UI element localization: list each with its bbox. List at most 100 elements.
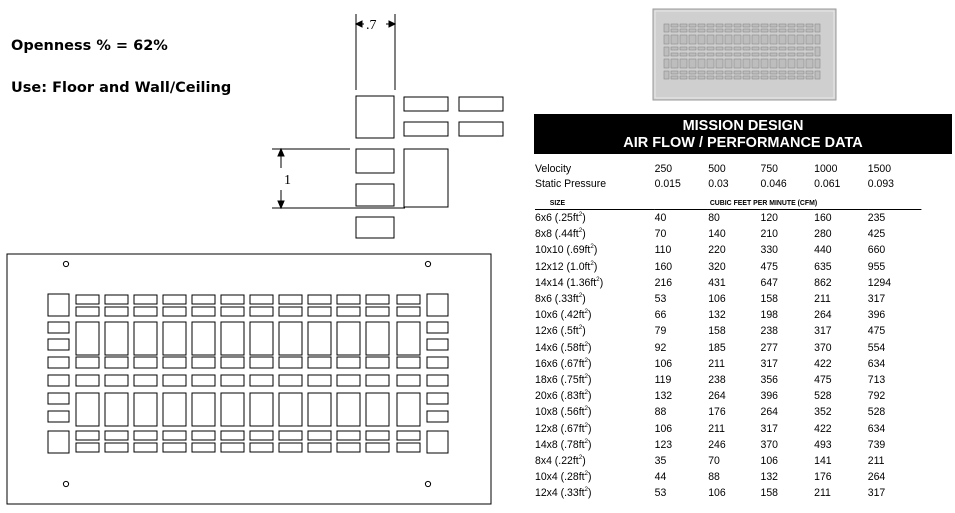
grille-slot bbox=[396, 392, 421, 427]
size-text: 20x6 (.83ft bbox=[535, 390, 585, 403]
photo-slot bbox=[796, 34, 805, 45]
photo-slot bbox=[751, 58, 760, 69]
photo-slot bbox=[706, 58, 715, 69]
size-superscript: 2 bbox=[578, 324, 583, 332]
grille-slot bbox=[307, 321, 332, 356]
cfm-cell: 106 bbox=[708, 487, 726, 500]
size-cell: 14x14 (1.36ft2) bbox=[535, 275, 655, 291]
size-superscript: 2 bbox=[578, 292, 583, 300]
photo-slot bbox=[778, 46, 787, 51]
grille-slot bbox=[307, 356, 332, 369]
photo-slot bbox=[769, 70, 778, 75]
photo-slot bbox=[742, 58, 751, 69]
grille-slot bbox=[47, 392, 70, 405]
grille-slot bbox=[249, 442, 274, 453]
cfm-cell: 370 bbox=[760, 438, 779, 451]
grille-slot bbox=[47, 293, 70, 317]
cfm-cell: 70 bbox=[654, 228, 667, 241]
grille-slot bbox=[75, 430, 100, 441]
photo-slot bbox=[742, 75, 751, 80]
photo-slot bbox=[742, 34, 751, 45]
cfm-cell: 660 bbox=[867, 244, 886, 257]
size-text: 10x8 (.56ft bbox=[535, 406, 585, 419]
grille-slot bbox=[396, 306, 421, 317]
size-close: ) bbox=[588, 390, 592, 403]
photo-slot bbox=[715, 23, 724, 28]
size-close: ) bbox=[582, 212, 586, 224]
cfm-cell: 211 bbox=[708, 422, 725, 435]
size-superscript: 2 bbox=[584, 357, 589, 365]
grille-slot bbox=[396, 374, 421, 387]
photo-slot bbox=[760, 52, 769, 57]
photo-slot bbox=[742, 52, 751, 57]
photo-slot bbox=[663, 23, 670, 33]
grille-face-drawing bbox=[6, 253, 492, 505]
grille-slot bbox=[220, 442, 245, 453]
grille-slot bbox=[75, 392, 100, 427]
cfm-cell: 955 bbox=[867, 260, 886, 273]
cfm-cell: 216 bbox=[654, 276, 673, 289]
photo-slot bbox=[805, 46, 814, 51]
photo-slot bbox=[769, 23, 778, 28]
size-close: ) bbox=[599, 276, 604, 289]
photo-slot bbox=[697, 34, 706, 45]
cfm-cell: 211 bbox=[814, 487, 831, 500]
grille-slot bbox=[162, 392, 187, 427]
screw-hole-top-right bbox=[424, 260, 432, 268]
photo-slot bbox=[742, 28, 751, 33]
cfm-cell: 211 bbox=[708, 357, 725, 370]
size-close: ) bbox=[588, 422, 592, 435]
size-text: 14x8 (.78ft bbox=[535, 438, 585, 451]
photo-slot bbox=[697, 75, 706, 80]
size-cell: 8x6 (.33ft2) bbox=[535, 291, 655, 307]
photo-slot bbox=[805, 70, 814, 75]
cfm-cell: 35 bbox=[654, 455, 667, 468]
cfm-cell: 264 bbox=[760, 406, 779, 419]
size-superscript: 2 bbox=[578, 227, 583, 235]
grille-slot bbox=[220, 321, 245, 356]
cfm-cell: 132 bbox=[654, 390, 673, 403]
size-close: ) bbox=[588, 438, 592, 451]
grille-slot bbox=[162, 374, 187, 387]
grille-slot bbox=[278, 356, 303, 369]
photo-slot bbox=[760, 58, 769, 69]
grille-slot bbox=[336, 430, 361, 441]
cfm-cell: 792 bbox=[867, 390, 886, 403]
grille-slot bbox=[365, 321, 390, 356]
photo-slot bbox=[814, 46, 821, 57]
slot-detail-drawing bbox=[272, 14, 504, 239]
photo-slot bbox=[679, 23, 688, 28]
size-close: ) bbox=[588, 471, 592, 484]
photo-slot bbox=[751, 52, 760, 57]
grille-slot bbox=[249, 430, 274, 441]
size-superscript: 2 bbox=[578, 454, 583, 462]
static-pressure-row-value: 0.046 bbox=[760, 178, 787, 190]
photo-slot bbox=[742, 70, 751, 75]
cfm-cell: 210 bbox=[760, 228, 779, 241]
grille-slot bbox=[191, 294, 216, 305]
photo-slot bbox=[760, 70, 769, 75]
grille-slot bbox=[396, 321, 421, 356]
cfm-cell: 370 bbox=[814, 341, 832, 354]
cfm-cell: 493 bbox=[814, 438, 832, 451]
photo-slot bbox=[742, 23, 751, 28]
photo-slot bbox=[724, 46, 733, 51]
cfm-cell: 238 bbox=[708, 374, 726, 387]
cfm-cell: 140 bbox=[708, 228, 726, 241]
photo-slot bbox=[724, 52, 733, 57]
grille-slot bbox=[336, 321, 361, 356]
cfm-cell: 739 bbox=[867, 438, 886, 451]
width-dimension-label: .7 bbox=[366, 18, 377, 33]
cfm-cell: 110 bbox=[654, 244, 672, 257]
grille-slot bbox=[307, 392, 332, 427]
grille-slot bbox=[104, 356, 129, 369]
size-text: 18x6 (.75ft bbox=[535, 374, 585, 387]
photo-slot bbox=[697, 52, 706, 57]
